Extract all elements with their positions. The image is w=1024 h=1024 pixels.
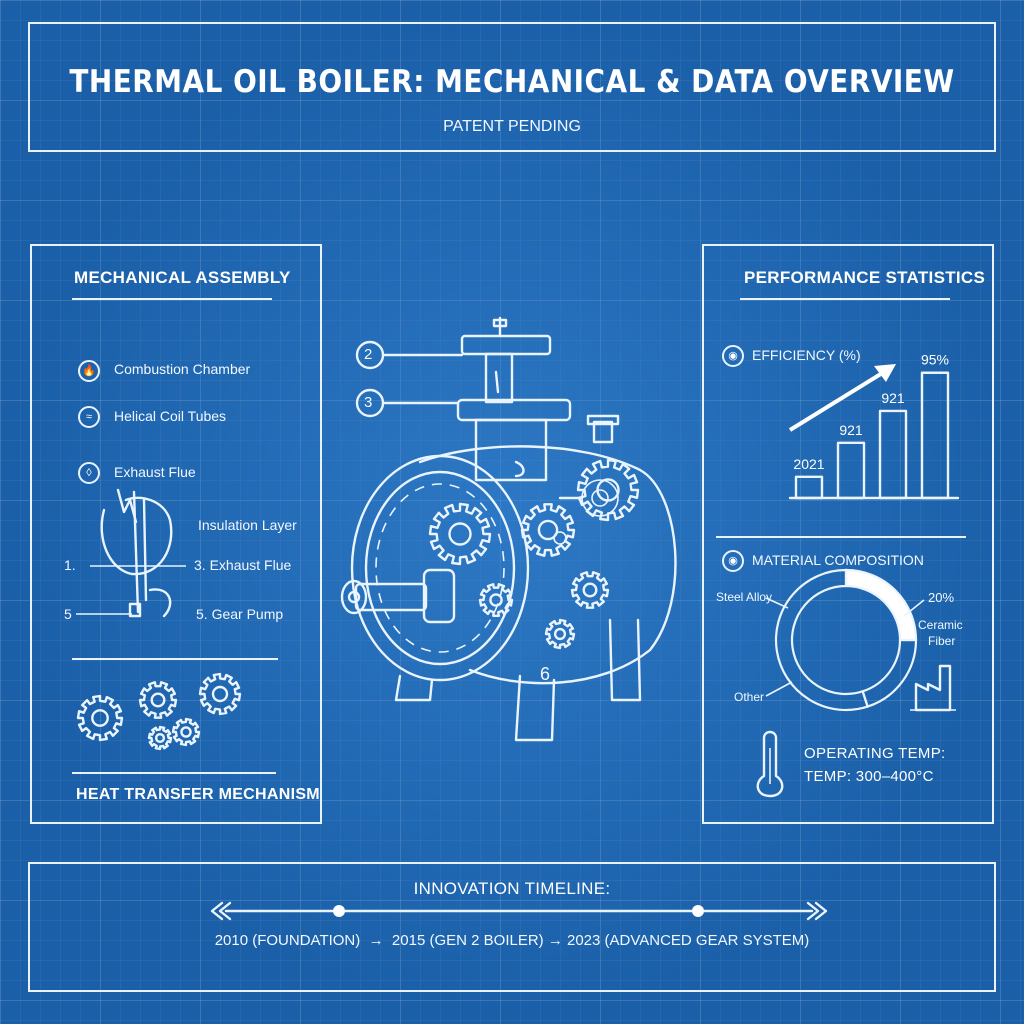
callout-1: 1. — [64, 557, 76, 573]
timeline-arrow — [210, 901, 828, 921]
right-divider — [716, 536, 966, 538]
left-panel-footer: HEAT TRANSFER MECHANISM — [76, 786, 320, 803]
gear-cluster-icon — [76, 672, 242, 751]
leader-line — [903, 599, 925, 617]
legend-item-coil: Helical Coil Tubes — [114, 408, 227, 424]
material-donut-chart — [765, 568, 925, 712]
thermometer-icon — [756, 730, 784, 798]
gear-icon — [147, 725, 173, 751]
target-icon-2: ◉ — [722, 550, 744, 572]
left-panel-title: MECHANICAL ASSEMBLY — [74, 268, 291, 287]
target-icon: ◉ — [722, 345, 744, 367]
flame-icon: 🔥 — [78, 360, 100, 382]
donut-label-pct: 20% — [928, 590, 955, 605]
callout-5: 5 — [64, 606, 72, 622]
gear-icon — [138, 681, 178, 719]
material-label: MATERIAL COMPOSITION — [752, 552, 924, 568]
gear-icon — [198, 672, 242, 716]
leader-line — [765, 681, 793, 697]
efficiency-label: EFFICIENCY (%) — [752, 347, 861, 363]
left-divider — [72, 658, 278, 660]
donut-slice — [774, 568, 870, 712]
donut-label-fiber: Fiber — [928, 634, 956, 648]
cutaway-sketch — [76, 488, 186, 618]
gear-icon — [576, 458, 640, 522]
bar — [794, 475, 824, 500]
gear-icon — [570, 571, 610, 609]
bar-data-label: 2021 — [793, 456, 824, 472]
trend-arrow-head — [874, 364, 896, 382]
callout-5-gear-pump: 5. Gear Pump — [196, 606, 284, 622]
gear-icon — [520, 503, 576, 557]
timeline-frame — [28, 862, 996, 992]
right-panel-frame — [702, 244, 994, 824]
legend-item-combustion: Combustion Chamber — [114, 361, 251, 377]
factory-icon — [910, 664, 956, 712]
boiler-machine-diagram — [340, 316, 677, 742]
coil-icon: ≈ — [78, 406, 100, 428]
page-title: THERMAL OIL BOILER: MECHANICAL & DATA OV… — [69, 64, 955, 100]
callout-3-exhaust: 3. Exhaust Flue — [194, 557, 292, 573]
callout-3-label: 3 — [364, 394, 373, 411]
leader-line — [765, 597, 789, 609]
page-subtitle: PATENT PENDING — [443, 118, 581, 135]
gear-icon — [171, 717, 201, 747]
callout-6-label: 6 — [540, 664, 551, 684]
right-panel-title: PERFORMANCE STATISTICS — [744, 268, 986, 287]
shield-icon: ◊ — [78, 462, 100, 484]
header-frame — [28, 22, 996, 152]
gear-icon — [478, 583, 514, 617]
legend-item-exhaust: Exhaust Flue — [114, 464, 196, 480]
bar-data-label: 95% — [921, 352, 949, 368]
gear-icon — [76, 694, 124, 742]
donut-label-other: Other — [734, 690, 765, 704]
bar-data-label: 921 — [881, 390, 905, 406]
bar — [920, 371, 950, 500]
timeline-title: INNOVATION TIMELINE: — [413, 879, 611, 898]
left-panel-frame — [30, 244, 322, 824]
right-title-rule — [740, 298, 950, 300]
temp-line-1: OPERATING TEMP: — [804, 745, 946, 762]
gear-icon — [544, 618, 576, 650]
timeline-text: 2010 (FOUNDATION) → 2015 (GEN 2 BOILER) … — [214, 932, 810, 949]
donut-label-ceramic: Ceramic — [918, 618, 963, 632]
donut-label-steel: Steel Alloy — [716, 590, 773, 604]
temp-line-2: TEMP: 300–400°C — [804, 768, 934, 785]
gear-icon — [428, 502, 492, 566]
callout-2-label: 2 — [364, 346, 373, 363]
left-footer-rule — [72, 772, 276, 774]
bar — [836, 441, 866, 500]
left-title-rule — [72, 298, 272, 300]
trend-arrow — [788, 370, 886, 432]
bar-data-label: 921 — [839, 422, 863, 438]
bar — [878, 409, 908, 500]
efficiency-bar-chart: 2021 921 921 95% — [788, 352, 960, 500]
callout-insulation: Insulation Layer — [198, 517, 297, 533]
